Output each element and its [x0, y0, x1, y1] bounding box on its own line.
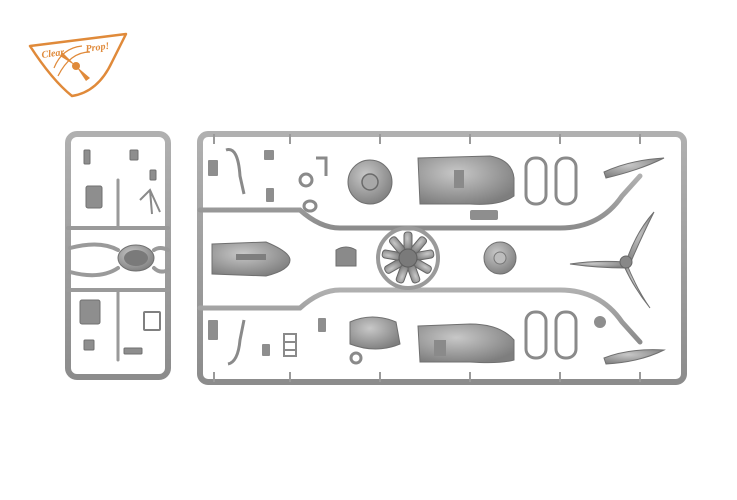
left-sprue-parts — [79, 149, 161, 355]
part-tripod — [139, 188, 161, 215]
part-small-wheel — [302, 199, 318, 213]
sprue-gates — [213, 134, 641, 382]
part-small-ring — [349, 351, 363, 365]
part-strut — [227, 319, 246, 366]
part-strut — [225, 148, 246, 195]
part-oval-frame — [524, 310, 548, 360]
part-link — [316, 156, 328, 176]
part-oval-frame — [524, 156, 548, 206]
part-prop-blade-top — [603, 157, 665, 179]
main-sprue-parts — [208, 148, 666, 366]
part-bracket — [208, 320, 218, 340]
logo-text-clear: Clear — [41, 47, 65, 61]
left-sprue — [65, 131, 171, 380]
clearprop-logo: Clear Prop! — [28, 32, 128, 98]
part-ladder — [283, 333, 297, 357]
logo-badge-outline — [28, 32, 128, 98]
left-sprue-frame — [65, 131, 171, 380]
part-oval-frame — [554, 156, 578, 206]
part-bracket — [208, 160, 218, 176]
part-small-block — [79, 299, 101, 325]
part-cowling-bottom — [349, 316, 401, 350]
part-oval-seat-inner — [124, 250, 148, 266]
part-grid-piece — [143, 311, 161, 331]
part-oval-frame — [554, 310, 578, 360]
part-small-wheel — [298, 172, 314, 188]
part-bracket — [264, 150, 274, 160]
part-small-block — [85, 185, 103, 209]
part-radial-engine — [376, 226, 440, 290]
main-sprue-frame — [197, 131, 687, 385]
part-seat — [335, 246, 357, 267]
part-prop-blade-bottom — [603, 349, 666, 365]
part-cowling-hole — [361, 173, 379, 191]
part-fuselage-half-top — [417, 155, 515, 205]
part-fuselage-half-bottom — [417, 323, 515, 364]
part-propeller — [569, 211, 655, 309]
main-sprue — [197, 131, 687, 385]
propeller-icon — [53, 45, 91, 81]
logo-text-prop: Prop! — [85, 41, 110, 55]
part-bracket — [266, 188, 274, 202]
